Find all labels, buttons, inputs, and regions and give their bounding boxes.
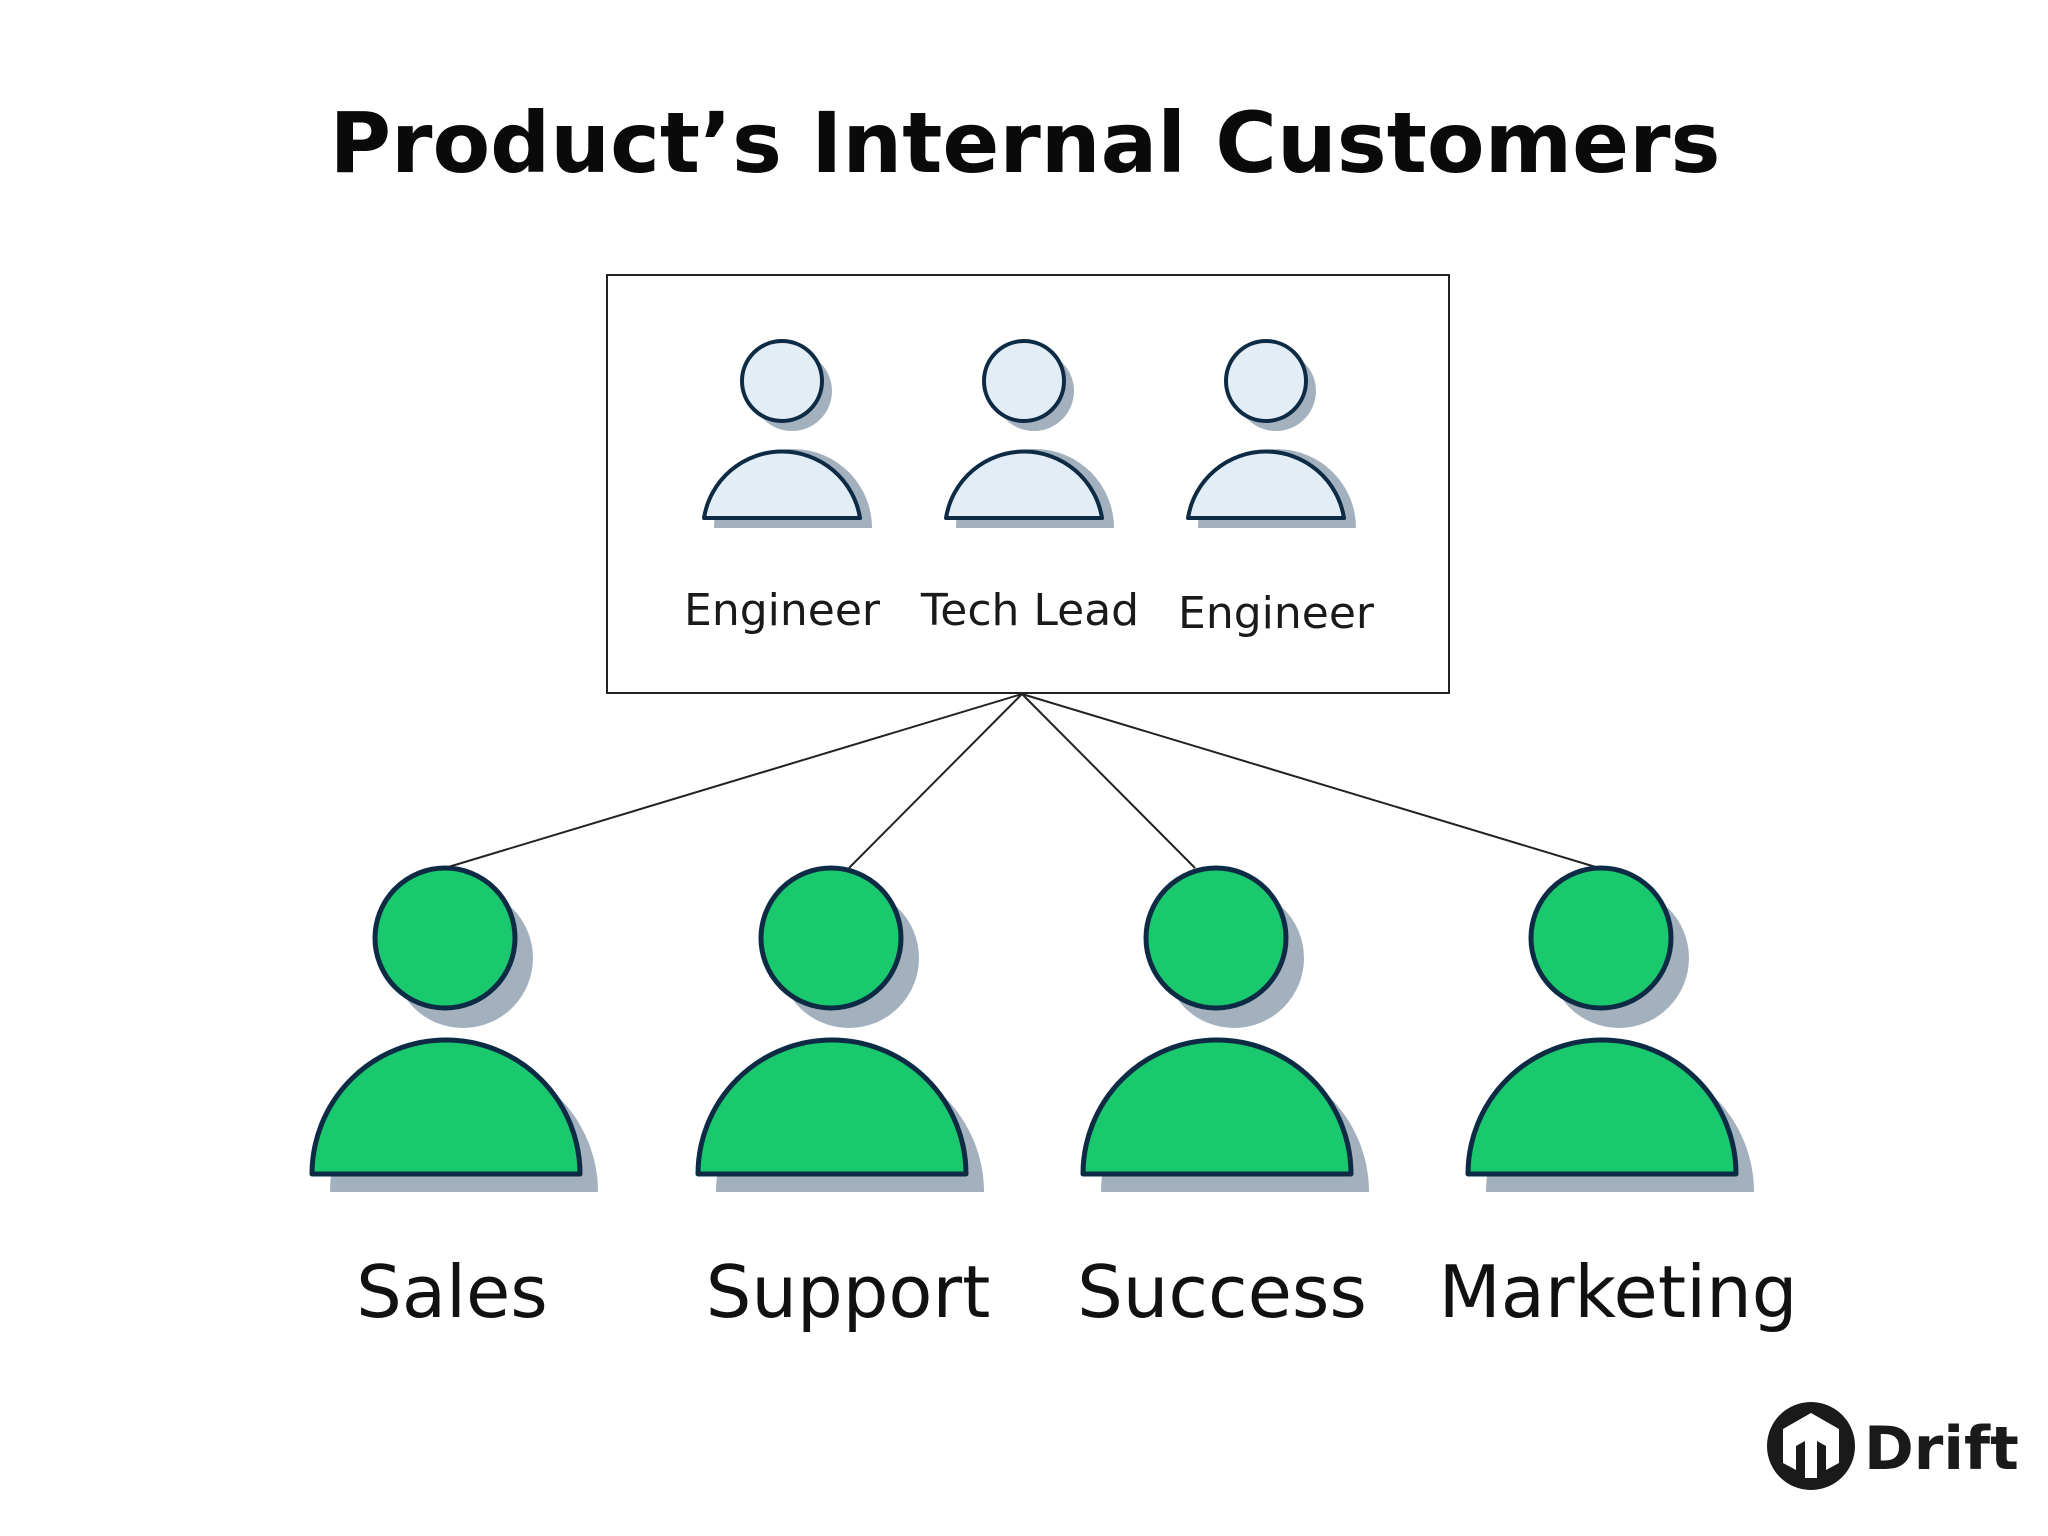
customer-success: Success bbox=[1077, 865, 1369, 1334]
customer-label: Success bbox=[1077, 1250, 1367, 1334]
person-icon bbox=[702, 339, 872, 528]
team-member-2: Tech Lead bbox=[920, 339, 1139, 636]
drift-logo-icon bbox=[1767, 1402, 1855, 1490]
connector-line-sales bbox=[444, 693, 1023, 869]
person-icon bbox=[944, 339, 1114, 528]
person-icon bbox=[1186, 339, 1356, 528]
team-member-1: Engineer bbox=[684, 339, 881, 636]
connector-line-marketing bbox=[1021, 693, 1600, 869]
drift-logo: Drift bbox=[1767, 1402, 2019, 1490]
person-icon bbox=[1465, 865, 1754, 1192]
customer-label: Sales bbox=[356, 1250, 548, 1334]
customer-label: Support bbox=[706, 1250, 991, 1334]
connector-line-support bbox=[848, 693, 1023, 869]
person-icon bbox=[695, 865, 984, 1192]
brand-name: Drift bbox=[1864, 1414, 2019, 1484]
team-member-label: Tech Lead bbox=[920, 585, 1139, 636]
connector-line-success bbox=[1021, 693, 1196, 869]
person-icon bbox=[1080, 865, 1369, 1192]
team-member-label: Engineer bbox=[1178, 588, 1375, 639]
connector-lines bbox=[444, 693, 1600, 869]
team-member-3: Engineer bbox=[1178, 339, 1375, 639]
customer-marketing: Marketing bbox=[1439, 865, 1798, 1334]
customer-label: Marketing bbox=[1439, 1250, 1798, 1334]
customer-sales: Sales bbox=[309, 865, 598, 1334]
customer-support: Support bbox=[695, 865, 991, 1334]
page-title: Product’s Internal Customers bbox=[329, 94, 1720, 192]
team-member-label: Engineer bbox=[684, 585, 881, 636]
person-icon bbox=[309, 865, 598, 1192]
